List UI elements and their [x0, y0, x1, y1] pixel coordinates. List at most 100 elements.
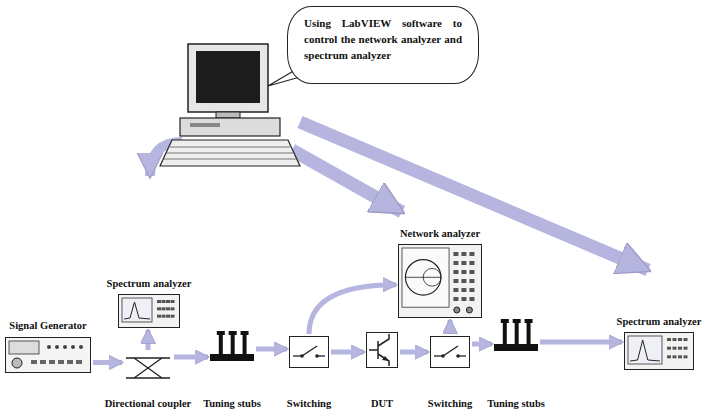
signal-generator-icon [76, 360, 82, 364]
tuning-stubs-icon [503, 322, 507, 344]
spectrum-analyzer-icon [122, 298, 152, 322]
spectrum-analyzer-icon [118, 294, 180, 328]
computer-illustration [160, 44, 300, 166]
switching-box-icon [302, 346, 317, 356]
network-analyzer-icon [454, 307, 460, 313]
signal-generator-icon [31, 360, 37, 364]
switching-box-icon [456, 354, 460, 358]
directional-coupler-icon [126, 377, 170, 378]
switching-box-icon [443, 346, 458, 356]
directional-coupler-icon [134, 358, 162, 378]
spectrum-analyzer-icon [124, 302, 150, 319]
tuning-stubs-icon [525, 319, 533, 323]
network-analyzer-icon [469, 279, 474, 283]
computer-illustration [164, 147, 296, 159]
network-analyzer-icon [453, 279, 458, 283]
network-analyzer-icon [398, 244, 482, 318]
spectrum-analyzer-icon [678, 338, 682, 341]
network-analyzer-icon [461, 261, 466, 265]
spectrum-analyzer-icon [157, 315, 161, 318]
computer-illustration [196, 51, 260, 103]
directional-coupler-icon [134, 358, 162, 378]
spectrum-analyzer-icon [171, 300, 175, 303]
device-label: Signal Generator [9, 320, 86, 333]
spectrum-analyzer-icon [667, 347, 671, 350]
computer-illustration [167, 153, 293, 154]
device-label: DUT [371, 398, 393, 411]
tuning-stubs-icon [229, 331, 237, 335]
spectrum-analyzer-icon [157, 300, 161, 303]
spectrum-analyzer-icon [667, 355, 671, 358]
tuning-stubs-icon [210, 354, 254, 361]
network-analyzer-icon [405, 260, 441, 296]
signal-generator: Signal Generator [5, 337, 91, 373]
signal-arrow [256, 347, 287, 352]
signal-generator-icon [49, 360, 55, 364]
callout-text: Using LabVIEW software to control the ne… [304, 16, 462, 64]
computer-illustration [164, 159, 296, 160]
tuning-stubs-icon [243, 334, 247, 354]
signal-arrow [93, 360, 122, 365]
spectrum-analyzer-icon [678, 355, 682, 358]
network-analyzer-icon [453, 252, 458, 256]
computer-illustration [170, 147, 290, 148]
computer-illustration [190, 123, 220, 127]
network-analyzer-icon [453, 297, 458, 301]
computer-illustration [160, 140, 300, 166]
directional-coupler-icon [124, 352, 172, 384]
spectrum-analyzer-icon [684, 338, 688, 341]
network-analyzer-icon [453, 288, 458, 292]
switching-box-icon [293, 346, 325, 356]
network-analyzer-icon [466, 307, 472, 313]
spectrum-analyzer-icon [162, 300, 166, 303]
spectrum-analyzer-icon [630, 340, 660, 361]
signal-arrow [540, 340, 622, 345]
switching-box-icon [441, 354, 445, 358]
signal-generator-icon [12, 358, 22, 368]
tuning-stubs-icon [217, 331, 225, 335]
tuning-stubs-icon [527, 322, 531, 344]
spectrum-analyzer-icon [162, 315, 166, 318]
network-analyzer-icon [461, 288, 466, 292]
tuning-stubs-icon [494, 344, 538, 351]
computer-illustration [188, 44, 268, 112]
tuning-stubs-icon [231, 334, 235, 354]
dut-box: DUT [366, 332, 398, 368]
device-label: Tuning stubs [203, 398, 261, 411]
tuning-stubs-icon [241, 331, 249, 335]
spectrum-analyzer-icon [628, 336, 662, 364]
signal-generator-icon [40, 360, 46, 364]
tuning-stubs-icon [501, 319, 509, 323]
network-analyzer-icon [453, 261, 458, 265]
tuning-stubs-icon [513, 319, 521, 323]
network-analyzer-icon [461, 279, 466, 283]
computer-illustration [180, 118, 280, 136]
dut-box-icon [369, 334, 389, 366]
spectrum-analyzer-icon [162, 307, 166, 310]
tuning-stubs-icon [515, 322, 519, 344]
spectrum-analyzer: Spectrum analyzer [118, 294, 180, 328]
tuning-stubs-icon [494, 318, 538, 352]
network-analyzer-icon [469, 270, 474, 274]
device-label: Spectrum analyzer [617, 316, 702, 329]
dut-box-icon [369, 349, 378, 351]
device-label: Spectrum analyzer [107, 278, 192, 291]
signal-generator-icon [5, 337, 91, 373]
network-analyzer-icon [399, 245, 482, 318]
dut-box-icon [367, 333, 398, 368]
spectrum-analyzer-icon [624, 332, 694, 370]
signal-generator-icon [9, 341, 39, 354]
signal-arrow [472, 342, 492, 347]
spectrum-analyzer-icon [673, 355, 677, 358]
device-label: Directional coupler [105, 398, 191, 411]
directional-coupler-icon [126, 358, 170, 378]
switching-box: Switching [430, 336, 470, 368]
signal-arrow [146, 330, 151, 350]
dut-box-icon [382, 356, 389, 361]
network-analyzer-icon [461, 270, 466, 274]
spectrum-analyzer-icon [678, 347, 682, 350]
signal-generator-icon [58, 360, 64, 364]
network-analyzer-icon [469, 261, 474, 265]
directional-coupler: Directional coupler [124, 352, 172, 384]
